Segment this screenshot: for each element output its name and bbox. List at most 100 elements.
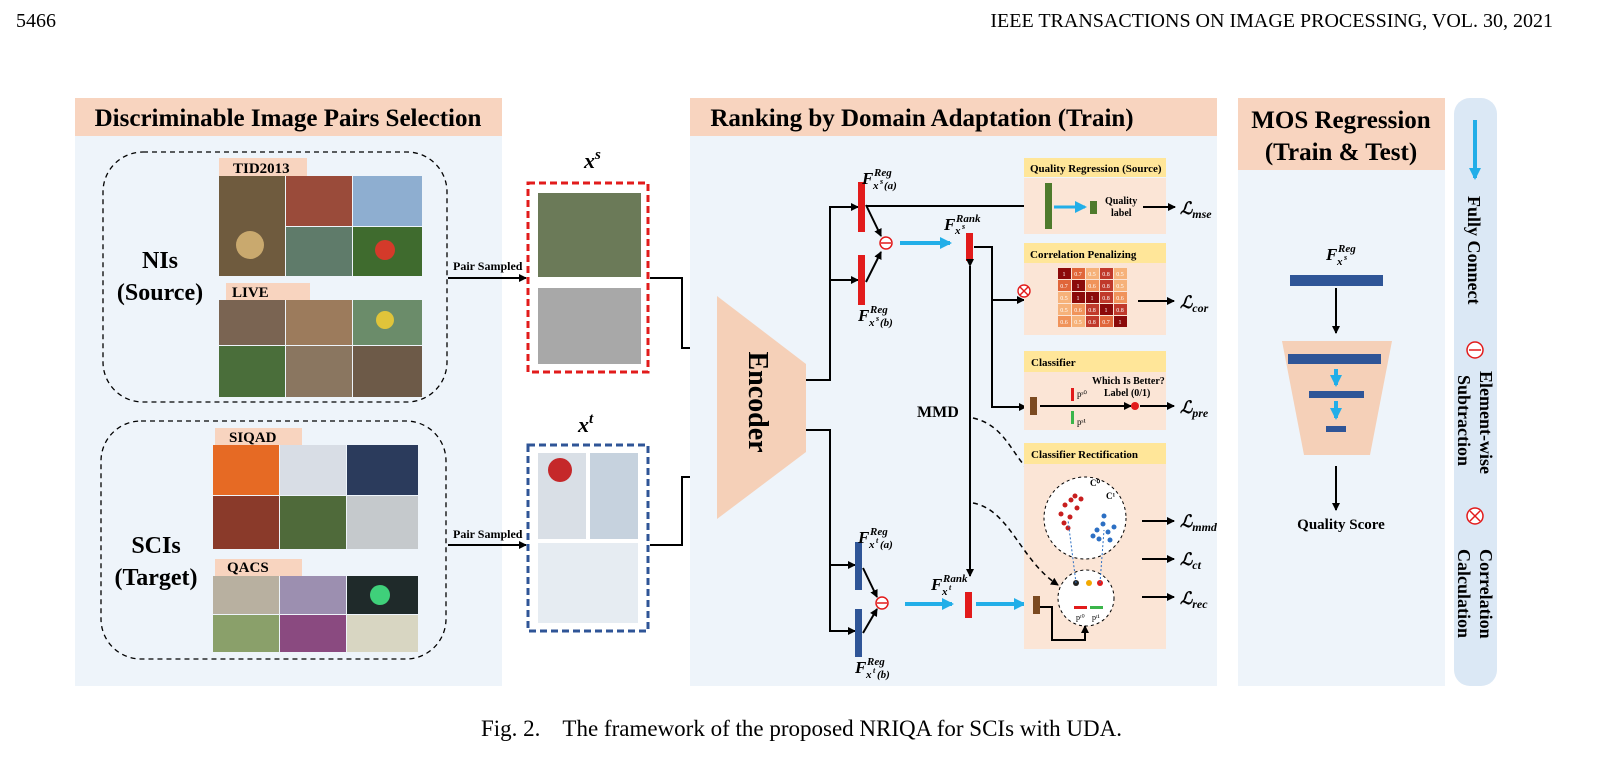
tid2013-thumbnails <box>219 176 422 276</box>
feature-xs-rank-label: F Rank x s <box>943 213 981 237</box>
svg-text:F: F <box>857 306 870 325</box>
tid2013-label: TID2013 <box>233 161 290 177</box>
regression-output-bar <box>1090 201 1097 214</box>
corr-cell-value: 1 <box>1077 296 1080 302</box>
corr-cell-value: 0.5 <box>1074 320 1082 326</box>
corr-cell <box>1072 280 1085 291</box>
rectification-header <box>1024 443 1166 464</box>
fta-to-sub-arrow <box>862 567 878 598</box>
corr-cell-value: 0.6 <box>1060 320 1068 326</box>
corr-cell-value: 0.6 <box>1088 284 1096 290</box>
mos-title-line1: MOS Regression <box>1251 107 1430 134</box>
corr-cell <box>1058 316 1071 327</box>
quality-score-label: Quality Score <box>1297 517 1385 533</box>
c1-label: C¹ <box>1106 491 1115 501</box>
quality-label-line2: label <box>1111 208 1132 219</box>
legend-panel <box>1454 98 1497 686</box>
p-t0-label: pᵗ⁰ <box>1076 613 1085 622</box>
feature-xs-a-label: F Reg x s (a) <box>861 167 897 192</box>
corr-cell <box>1114 316 1127 327</box>
siqad-tag <box>215 428 302 445</box>
feature-xt-b-bar <box>855 609 862 657</box>
feature-xs-b-bar <box>858 255 865 305</box>
corr-cell <box>1100 292 1113 303</box>
target-pred-circle <box>1057 569 1115 627</box>
svg-text:Reg: Reg <box>866 656 885 668</box>
ftb-to-sub-arrow <box>862 608 878 634</box>
quality-label-line1: Quality <box>1105 196 1137 207</box>
classifier-box <box>1024 372 1166 430</box>
corr-cell <box>1114 304 1127 315</box>
corr-cell-value: 0.8 <box>1088 320 1096 326</box>
caption-label: Fig. 2. <box>480 716 541 741</box>
correlation-title: Correlation Penalizing <box>1030 249 1137 261</box>
loss-cor: ℒcor <box>1180 293 1209 315</box>
mmd-to-target-arrow <box>972 502 1059 586</box>
svg-text:x: x <box>941 586 948 598</box>
legend-sub-line2: Subtraction <box>1454 375 1474 466</box>
xs-label: xs <box>583 147 601 173</box>
rectification-title: Classifier Rectification <box>1031 449 1138 461</box>
rank-to-correlation-arrow <box>974 246 1025 304</box>
svg-text:t: t <box>876 536 879 545</box>
corr-cell-value: 0.8 <box>1116 308 1124 314</box>
rectification-flow-arrow <box>1040 606 1089 641</box>
caption-text: The framework of the proposed NRIQA for … <box>562 716 1122 741</box>
corr-cell-value: 1 <box>1063 272 1066 278</box>
corr-cell-value: 0.8 <box>1102 296 1110 302</box>
svg-text:t: t <box>949 583 952 592</box>
target-pair-image-c <box>538 543 638 623</box>
svg-text:F: F <box>943 215 956 234</box>
source-pair-image-a <box>538 193 641 277</box>
live-thumbnails <box>219 300 422 397</box>
feature-xt-rank-label: F Rank x t <box>930 573 968 598</box>
corr-cell <box>1086 280 1099 291</box>
classifier-header <box>1024 351 1166 372</box>
legend-fc-label: Fully Connect <box>1464 196 1484 305</box>
svg-text:x: x <box>872 180 879 192</box>
svg-text:(b): (b) <box>877 669 890 681</box>
svg-text:(a): (a) <box>880 539 893 551</box>
mos-title-line2: (Train & Test) <box>1265 139 1417 166</box>
qacs-thumbnails <box>213 576 418 652</box>
corr-cell <box>1086 316 1099 327</box>
corr-cell <box>1072 316 1085 327</box>
corr-cell-value: 0.5 <box>1060 308 1068 314</box>
legend-sub-line1: Element-wise <box>1476 371 1496 474</box>
svg-text:s: s <box>1343 253 1347 262</box>
which-better-line1: Which Is Better? <box>1092 376 1165 387</box>
xt-label: xt <box>577 411 594 437</box>
qacs-label: QACS <box>227 560 269 576</box>
loss-mmd: ℒmmd <box>1180 512 1218 534</box>
ranking-title: Ranking by Domain Adaptation (Train) <box>710 105 1133 132</box>
mmd-label: MMD <box>917 404 959 421</box>
cluster-circle <box>1043 476 1127 560</box>
feature-xt-b-label: F Reg x t (b) <box>854 656 890 681</box>
feature-xt-a-bar <box>855 542 862 590</box>
svg-text:Rank: Rank <box>955 213 981 225</box>
corr-cell <box>1100 304 1113 315</box>
mos-feature-label: F Reg x s <box>1325 243 1356 268</box>
encoder-block <box>717 296 806 519</box>
journal-header: IEEE TRANSACTIONS ON IMAGE PROCESSING, V… <box>990 10 1553 32</box>
feature-xs-a-bar <box>858 182 865 232</box>
corr-cell <box>1086 268 1099 279</box>
corr-cell <box>1086 304 1099 315</box>
c0-label: C⁰ <box>1090 478 1100 488</box>
feature-xs-b-label: F Reg x s (b) <box>857 304 893 329</box>
svg-text:F: F <box>857 528 870 547</box>
p-s1-label: pˢ¹ <box>1077 417 1086 427</box>
target-group-box <box>100 420 447 660</box>
corr-cell <box>1072 292 1085 303</box>
figure-caption: Fig. 2. The framework of the proposed NRI… <box>0 716 1603 742</box>
ranking-header <box>690 98 1217 136</box>
classifier-feature-bar <box>1030 397 1037 415</box>
target-pair-sampled-label: Pair Sampled <box>453 527 523 541</box>
source-label-line2: (Source) <box>117 280 203 306</box>
selection-header <box>75 98 502 136</box>
prediction-dot <box>1131 402 1139 410</box>
corr-cell-value: 1 <box>1091 296 1094 302</box>
svg-text:(a): (a) <box>884 180 897 192</box>
fsb-to-sub-arrow <box>865 251 882 283</box>
